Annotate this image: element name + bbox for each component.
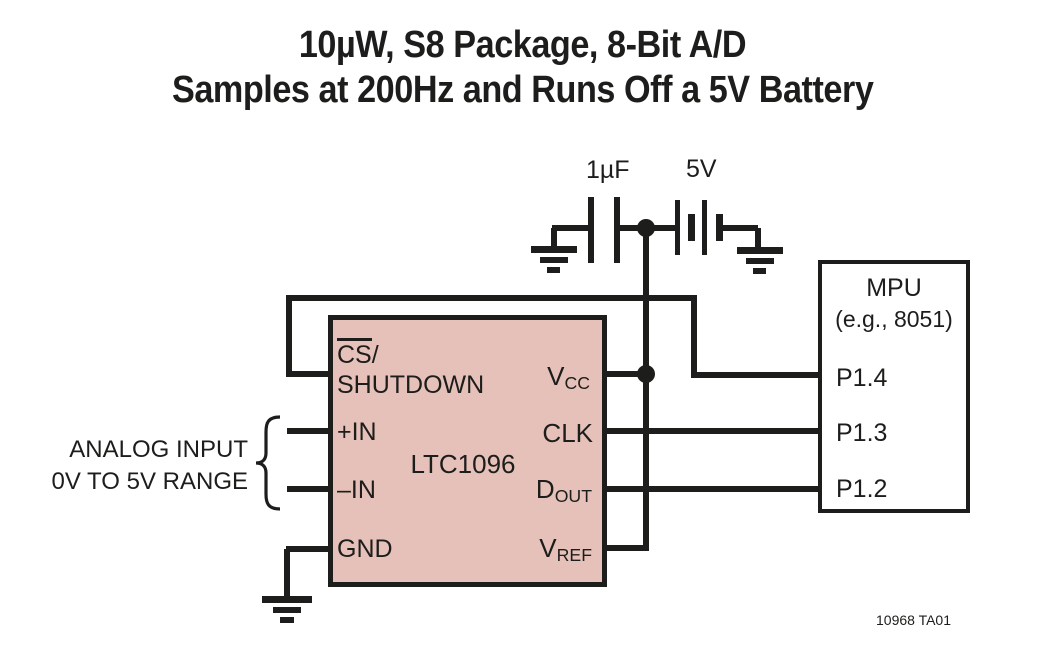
- wire-cs-loop-left: [286, 295, 292, 377]
- battery-plate-long-1: [675, 200, 680, 255]
- wire-gnd-vertical: [284, 549, 290, 599]
- wire-plus-in: [287, 428, 328, 434]
- ic-name-label: LTC1096: [410, 449, 516, 479]
- junction-dot-supply: [637, 219, 655, 237]
- analog-input-label-line1: ANALOG INPUT: [69, 436, 248, 463]
- mpu-box: [818, 260, 970, 513]
- figure-number: 10968 TA01: [876, 612, 951, 628]
- mpu-pin-p13: P1.3: [836, 419, 888, 447]
- wire-cap-right: [620, 225, 646, 231]
- pin-label-cs-line2: SHUTDOWN: [337, 371, 485, 399]
- pin-label-clk: CLK: [542, 418, 593, 448]
- battery-plate-short-2: [716, 214, 723, 241]
- wire-battery-gnd-vertical: [755, 228, 761, 249]
- wire-cap-gnd-vertical: [551, 228, 557, 248]
- analog-input-label-line2: 0V TO 5V RANGE: [51, 468, 248, 495]
- pin-label-minus-in: –IN: [337, 476, 376, 504]
- ground-symbol-ic: [262, 596, 312, 624]
- cs-overline: CS: [337, 338, 372, 369]
- pin-label-plus-in: +IN: [337, 418, 377, 446]
- pin-label-vref: VREF: [539, 533, 592, 565]
- wire-vref: [607, 545, 649, 551]
- pin-label-gnd: GND: [337, 535, 393, 563]
- pin-label-cs-shutdown: CS/ SHUTDOWN: [337, 338, 484, 400]
- pin-label-cs-line1: CS/: [337, 338, 484, 370]
- capacitor-plate-right: [614, 197, 620, 263]
- wire-clk: [607, 428, 818, 434]
- wire-cap-left: [552, 225, 588, 231]
- title-line-2: Samples at 200Hz and Runs Off a 5V Batte…: [171, 69, 874, 111]
- ground-symbol-capacitor: [530, 246, 578, 274]
- wire-gnd-horizontal: [286, 546, 328, 552]
- title-line-1: 10µW, S8 Package, 8-Bit A/D: [298, 24, 747, 66]
- mpu-pin-p14: P1.4: [836, 364, 888, 392]
- junction-dot-vcc: [637, 365, 655, 383]
- pin-label-vcc: VCC: [547, 361, 590, 393]
- wire-dout: [607, 486, 818, 492]
- mpu-subtitle: (e.g., 8051): [835, 306, 953, 332]
- wire-vcc-stub: [607, 371, 646, 377]
- schematic-title: 10µW, S8 Package, 8-Bit A/D Samples at 2…: [0, 23, 1045, 113]
- pin-label-dout: DOUT: [535, 474, 592, 506]
- battery-plate-short-1: [688, 214, 695, 241]
- wire-cs-loop-right: [691, 295, 697, 378]
- wire-minus-in: [287, 486, 328, 492]
- wire-cs-stub: [286, 371, 328, 377]
- wire-supply-rail: [643, 228, 649, 551]
- capacitor-label: 1µF: [586, 156, 630, 184]
- wire-cs-loop-top: [286, 295, 697, 301]
- wire-battery-right: [722, 225, 758, 231]
- analog-input-brace: [255, 415, 281, 511]
- wire-p14: [694, 372, 818, 378]
- wire-battery-left: [646, 225, 675, 231]
- mpu-pin-p12: P1.2: [836, 475, 888, 503]
- mpu-title: MPU: [866, 274, 922, 302]
- ic-box-ltc1096: [328, 315, 607, 587]
- capacitor-plate-left: [588, 197, 594, 263]
- battery-label: 5V: [686, 155, 717, 183]
- battery-plate-long-2: [702, 200, 707, 255]
- ground-symbol-battery: [736, 247, 784, 275]
